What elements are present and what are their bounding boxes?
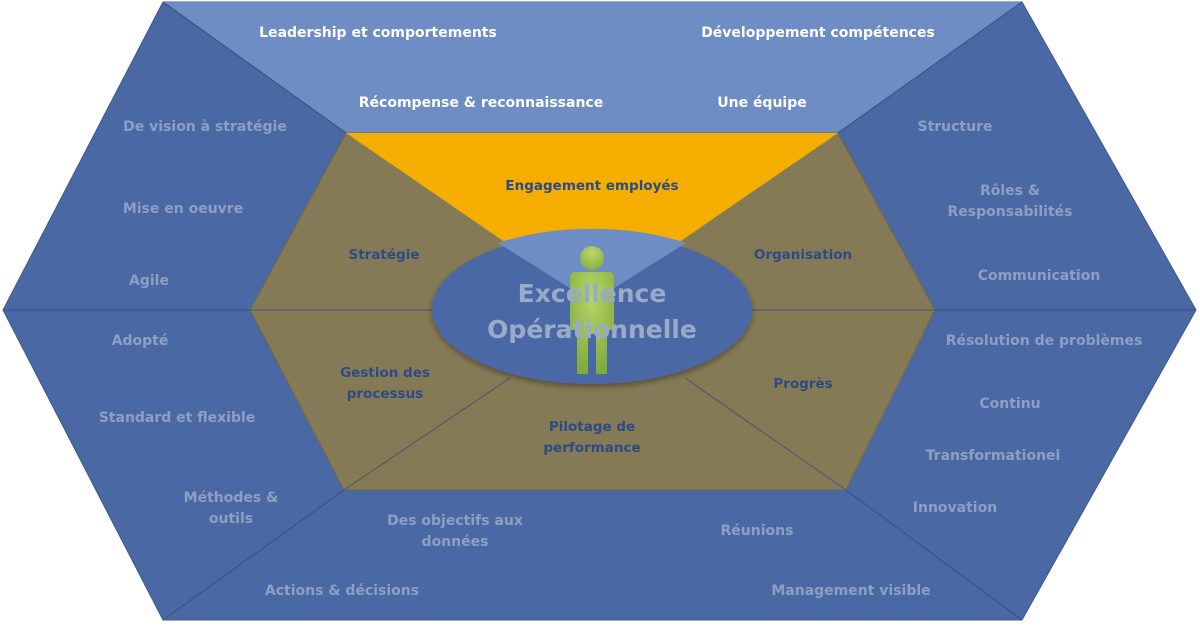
top-section — [163, 2, 1022, 133]
strategie-label: Stratégie — [348, 247, 419, 263]
label-engagement: Engagement employés — [505, 178, 678, 194]
text-line: Opérationnelle — [487, 315, 697, 344]
text-line: Rôles & — [980, 183, 1040, 199]
pilotage-item-1: Des objectifs aux données — [387, 513, 523, 550]
pilotage-item-4: Management visible — [771, 583, 930, 599]
text-line: performance — [543, 440, 640, 456]
text-line: Excellence — [518, 279, 667, 308]
text-line: Gestion des — [340, 365, 430, 381]
organisation-item-2: Rôles & Responsabilités — [948, 183, 1073, 220]
pilotage-item-2: Réunions — [721, 523, 794, 539]
processus-item-3: Méthodes & outils — [184, 490, 279, 527]
label-une-equipe: Une équipe — [717, 95, 807, 111]
strategie-item-3: Agile — [129, 273, 169, 289]
text-line: outils — [209, 511, 253, 527]
progres-label: Progrès — [773, 376, 832, 392]
organisation-item-3: Communication — [978, 268, 1101, 284]
person-icon — [570, 246, 614, 374]
progres-item-1: Résolution de problèmes — [946, 333, 1143, 349]
text-line: Méthodes & — [184, 490, 279, 506]
text-line: données — [422, 534, 489, 550]
strategie-item-1: De vision à stratégie — [123, 119, 287, 135]
pilotage-item-3: Actions & décisions — [265, 583, 419, 599]
pilotage-label: Pilotage de performance — [543, 419, 640, 456]
label-recompense: Récompense & reconnaissance — [359, 95, 603, 111]
organisation-label: Organisation — [754, 247, 852, 263]
spoke-lines — [3, 1, 1196, 621]
label-leadership: Leadership et comportements — [259, 25, 497, 41]
text-line: processus — [347, 386, 423, 402]
text-line: Des objectifs aux — [387, 513, 523, 529]
progres-item-4: Innovation — [913, 500, 997, 516]
processus-item-1: Adopté — [112, 333, 169, 349]
label-developpement: Développement compétences — [701, 25, 935, 41]
processus-item-2: Standard et flexible — [99, 410, 256, 426]
progres-item-3: Transformationel — [926, 448, 1061, 464]
processus-label: Gestion des processus — [340, 365, 430, 402]
text-line: Pilotage de — [549, 419, 635, 435]
text-line: Responsabilités — [948, 204, 1073, 220]
strategie-item-2: Mise en oeuvre — [123, 201, 243, 217]
organisation-item-1: Structure — [917, 119, 992, 135]
engagement-section — [346, 133, 838, 302]
progres-item-2: Continu — [979, 396, 1040, 412]
